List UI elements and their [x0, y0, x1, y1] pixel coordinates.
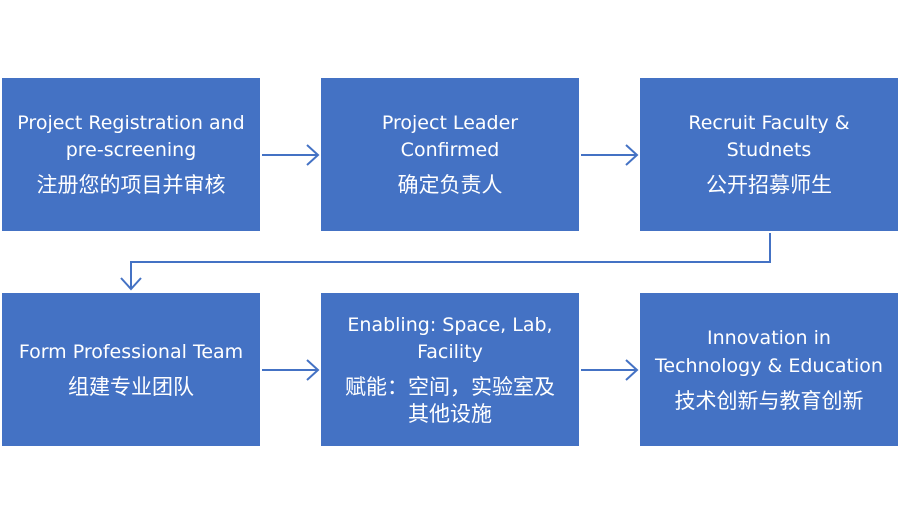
step-box-recruit-faculty: Recruit Faculty & Studnets 公开招募师生 [640, 78, 898, 231]
step-box-project-leader: Project Leader Confirmed 确定负责人 [321, 78, 579, 231]
step-title-zh: 技术创新与教育创新 [674, 389, 864, 413]
step-box-innovation: Innovation in Technology & Education 技术创… [640, 293, 898, 446]
step-title-zh: 组建专业团队 [68, 374, 194, 399]
step-title-en: Project Registration and pre-screening [17, 112, 245, 161]
arrow-right-icon [581, 359, 639, 381]
step-box-project-registration: Project Registration and pre-screening 注… [2, 78, 260, 231]
arrow-right-icon [581, 144, 639, 166]
step-title-zh: 注册您的项目并审核 [36, 173, 226, 197]
step-title-zh: 赋能：空间，实验室及 其他设施 [345, 374, 555, 426]
step-box-enabling: Enabling: Space, Lab, Facility 赋能：空间，实验室… [321, 293, 579, 446]
step-title-en: Recruit Faculty & Studnets [688, 112, 850, 161]
step-title-en: Project Leader Confirmed [381, 112, 519, 161]
step-title-zh: 公开招募师生 [706, 173, 832, 197]
step-title-zh: 确定负责人 [397, 173, 503, 197]
elbow-arrow-icon [120, 233, 771, 291]
step-box-form-team: Form Professional Team 组建专业团队 [2, 293, 260, 446]
step-title-en: Form Professional Team [18, 340, 244, 363]
arrow-right-icon [262, 359, 320, 381]
step-title-en: Innovation in Technology & Education [655, 327, 883, 377]
step-title-en: Enabling: Space, Lab, Facility [347, 313, 553, 363]
arrow-right-icon [262, 144, 320, 166]
